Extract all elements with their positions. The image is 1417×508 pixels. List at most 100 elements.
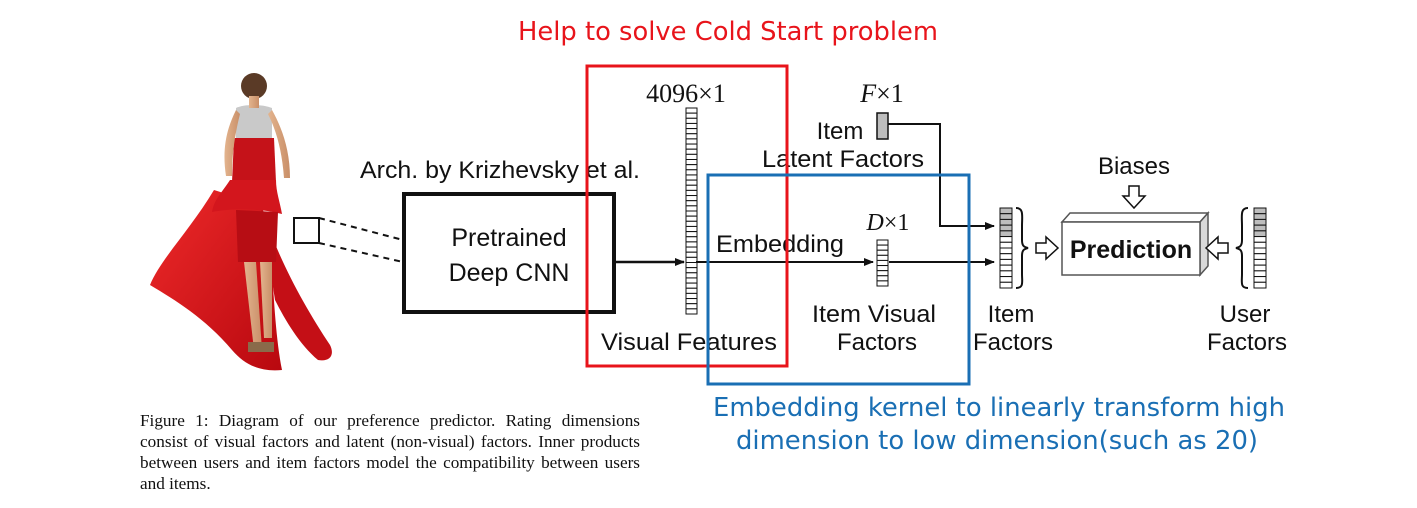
vector-cell [685,179,698,186]
dress-skirt [236,210,278,262]
item-factors-label-line2: Factors [973,329,1053,356]
vector-cell [999,253,1013,260]
vector-cell [999,224,1013,232]
vector-cell [685,159,698,166]
vector-cell [685,241,698,248]
vector-cell [876,249,889,256]
open-arrow-biases [1121,185,1147,210]
vector-cell [685,282,698,289]
dress-train-right [258,190,332,361]
embedding-annotation-line1: Embedding kernel to linearly transform h… [713,393,1285,423]
item-factors-label-line1: Item [988,301,1035,328]
item-latent-label-line2: Latent Factors [762,146,924,173]
vector-cell [876,244,889,251]
vector-cell [685,262,698,269]
vector-cell [685,210,698,217]
arch-label: Arch. by Krizhevsky et al. [360,157,640,184]
item-latent-label-line1: Item [817,118,864,145]
embedding-annotation-line2: dimension to low dimension(such as 20) [736,426,1258,456]
vector-cell [999,276,1013,283]
vector-cell [876,270,889,277]
dim-latent-label: F×1 [859,79,904,108]
visual-feature-vector [685,107,698,315]
vector-cell [999,230,1013,238]
zoom-line-top [318,217,404,241]
dim-visual-label: 4096×1 [646,79,726,108]
vector-cell [876,275,889,282]
model-shoes [248,342,274,352]
item-factors-brace [1015,207,1029,289]
vector-cell [685,215,698,222]
model-left-leg [244,262,262,350]
prediction-box-top [1060,212,1210,223]
vector-cell [685,189,698,197]
cold-start-highlight-box [585,64,789,368]
vector-cell [685,107,698,114]
item-visual-label-line2: Factors [837,329,917,356]
vector-cell [999,241,1013,249]
vector-cell [685,292,698,300]
open-arrow-user-to-prediction [1204,235,1229,261]
vector-cell [685,117,698,124]
dim-embed-var: D [866,210,884,236]
vector-cell [685,225,698,233]
vector-cell [999,258,1013,266]
vector-cell [685,174,698,181]
vector-cell [999,236,1013,243]
vector-cell [685,231,698,238]
dim-embed-rest: ×1 [884,210,910,236]
vector-cell [1253,264,1267,272]
vector-cell [876,280,889,287]
prediction-box: Prediction [1060,211,1210,277]
vector-cell [685,200,698,207]
cold-start-annotation: Help to solve Cold Start problem [518,17,938,47]
user-factors-brace [1235,207,1249,289]
vector-cell [1253,270,1267,278]
vector-cell [1253,230,1267,238]
cnn-label-line2: Deep CNN [449,259,570,287]
user-factors-label-line1: User [1220,301,1271,328]
vector-cell [876,265,889,272]
vector-cell [999,270,1013,278]
cnn-box [402,192,616,314]
vector-cell [685,256,698,264]
vector-cell [876,259,889,267]
model-right-leg [260,262,272,338]
vector-cell [685,153,698,161]
vector-cell [685,251,698,258]
embedding-label: Embedding [716,231,844,258]
vector-cell [876,239,889,246]
vector-cell [685,246,698,253]
dim-embed-label: D×1 [866,210,910,236]
item-visual-vector [876,239,889,287]
zoom-square [293,217,320,244]
vector-cell [1253,218,1267,226]
vector-cell [685,133,698,140]
model-right-arm [268,110,290,178]
dress-peplum [212,180,282,214]
vector-cell [685,236,698,243]
vector-cell [1253,213,1267,220]
vector-cell [999,264,1013,272]
vector-cell [685,164,698,171]
vector-cell [1253,247,1267,255]
vector-cell [1253,224,1267,232]
vector-cell [1253,207,1267,215]
vector-cell [999,213,1013,220]
vector-cell [999,218,1013,226]
vector-cell [999,281,1013,289]
vector-cell [685,303,698,310]
item-latent-vector [876,112,889,140]
vector-cell [685,148,698,155]
dress-bodice [236,105,272,140]
vector-cell [685,143,698,150]
vector-cell [685,128,698,135]
user-factors-label-line2: Factors [1207,329,1287,356]
visual-features-label: Visual Features [601,329,777,356]
vector-cell [1253,281,1267,289]
cnn-label-line1: Pretrained [451,224,566,252]
vector-cell [1253,253,1267,260]
vector-cell [685,267,698,274]
